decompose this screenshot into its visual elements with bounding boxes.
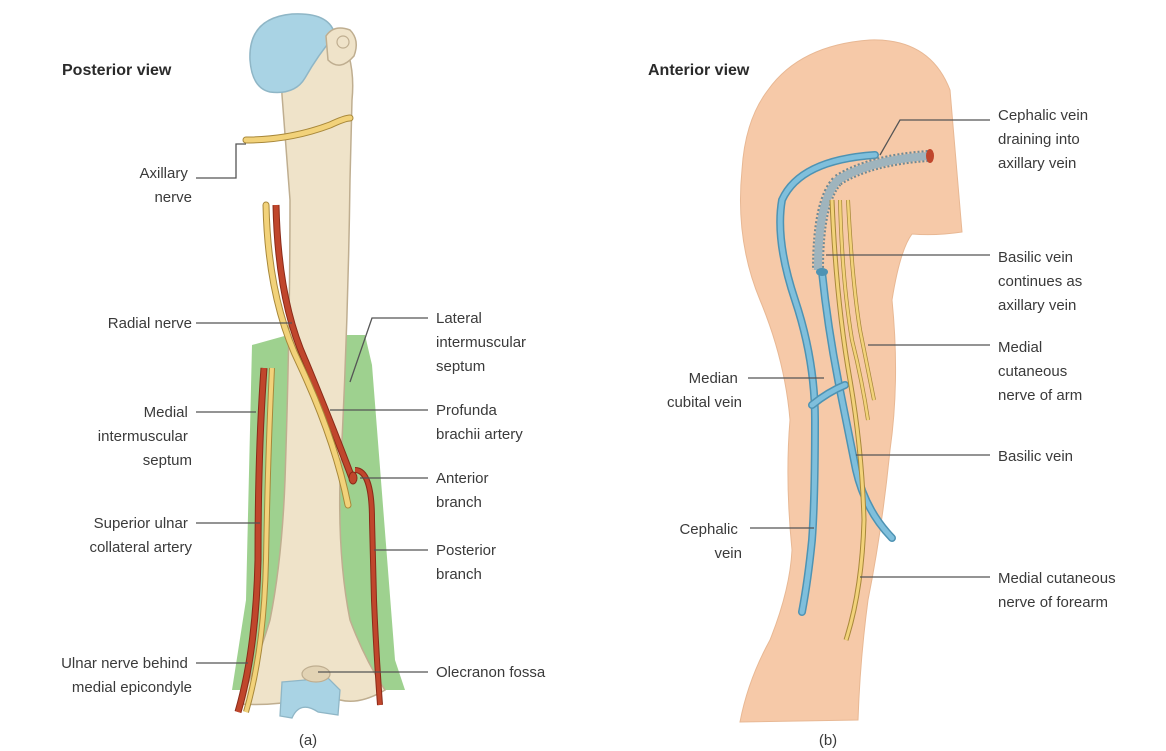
medial-cutaneous-nerve-of-forearm-label: Medial cutaneous nerve of forearm bbox=[998, 570, 1120, 611]
panel-b-anterior-view: Anterior view Cephalic vein draining int… bbox=[648, 40, 1120, 749]
radial-nerve-label: Radial nerve bbox=[108, 315, 192, 332]
median-cubital-vein-label: Median cubital vein bbox=[667, 370, 742, 411]
posterior-branch-label: Posterior branch bbox=[436, 542, 500, 583]
olecranon-fossa-label: Olecranon fossa bbox=[436, 664, 546, 681]
profunda-brachii-artery-label: Profunda brachii artery bbox=[436, 402, 523, 443]
medial-cutaneous-nerve-of-arm-label: Medial cutaneous nerve of arm bbox=[998, 339, 1082, 404]
basilic-vein-label: Basilic vein bbox=[998, 448, 1073, 465]
panel-b-caption: (b) bbox=[819, 732, 837, 749]
panel-a-caption: (a) bbox=[299, 732, 317, 749]
ulnar-nerve-label: Ulnar nerve behind medial epicondyle bbox=[61, 655, 192, 696]
anterior-branch-label: Anterior branch bbox=[436, 470, 493, 511]
cephalic-vein-draining-label: Cephalic vein draining into axillary vei… bbox=[998, 107, 1092, 172]
greater-tubercle bbox=[326, 28, 356, 65]
axillary-nerve-label: Axillary nerve bbox=[139, 165, 192, 206]
lateral-intermuscular-septum-label: Lateral intermuscular septum bbox=[436, 310, 530, 375]
cephalic-vein-label: Cephalic vein bbox=[679, 521, 742, 562]
medial-intermuscular-septum-label: Medial intermuscular septum bbox=[98, 404, 192, 469]
distal-articular-cartilage bbox=[280, 678, 340, 718]
panel-a-title: Posterior view bbox=[62, 62, 172, 79]
basilic-vein-continues-label: Basilic vein continues as axillary vein bbox=[998, 249, 1086, 314]
olecranon-fossa bbox=[302, 666, 330, 682]
superior-ulnar-collateral-artery-label: Superior ulnar collateral artery bbox=[89, 515, 192, 556]
panel-b-title: Anterior view bbox=[648, 62, 750, 79]
panel-a-posterior-view: Posterior view Axillary nerve Radial ner… bbox=[61, 14, 546, 749]
